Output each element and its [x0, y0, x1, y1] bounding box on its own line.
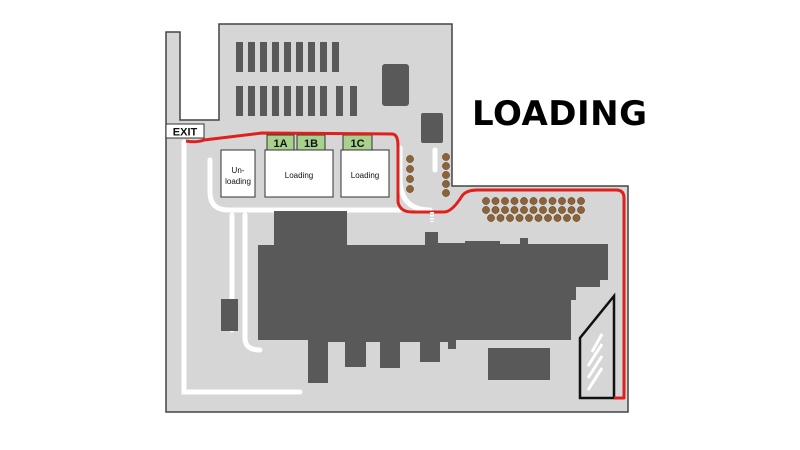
- bollard-dot: [525, 214, 533, 222]
- bollard-dot: [577, 206, 585, 214]
- unloading-area: [220, 149, 256, 198]
- bollard-dot: [553, 214, 562, 222]
- bollard-dot: [520, 206, 528, 214]
- bollard-dot: [563, 214, 571, 222]
- page-heading: LOADING: [472, 94, 648, 134]
- bollard-dot: [529, 197, 538, 205]
- bollard-dot: [558, 206, 566, 214]
- bollard-dot: [442, 189, 450, 197]
- bollard-dot: [406, 175, 414, 183]
- unloading-label-line1: Un-: [232, 166, 245, 175]
- bollard-dot: [506, 214, 514, 222]
- bollard-dot: [572, 214, 581, 222]
- truck-route: [185, 131, 626, 400]
- door-1b-label: 1B: [304, 138, 318, 150]
- bollard-dot: [510, 206, 519, 214]
- bollard-dot: [496, 214, 505, 222]
- bollard-dot: [548, 206, 557, 214]
- bollard-dot: [529, 206, 538, 214]
- bollard-dot: [534, 214, 543, 222]
- bollard-dot: [491, 206, 500, 214]
- parking-stalls: [236, 42, 443, 143]
- bollard-dot: [406, 165, 414, 173]
- bollard-dot: [520, 197, 528, 205]
- bollard-dot: [442, 162, 450, 170]
- exit-sign: [165, 123, 205, 139]
- bollard-dot: [510, 197, 519, 205]
- bollard-dot: [577, 197, 585, 205]
- unloading-label-line2: loading: [225, 177, 251, 186]
- ramp: [578, 292, 616, 400]
- bollard-dot: [544, 214, 552, 222]
- exit-label: EXIT: [173, 127, 198, 139]
- bollard-dot: [501, 206, 509, 214]
- bollard-dot: [442, 153, 450, 161]
- door-1b: [296, 134, 326, 151]
- bollard-dot: [539, 206, 547, 214]
- bollard-dot: [567, 197, 576, 205]
- bollard-dot: [482, 197, 490, 205]
- bollards: [406, 153, 585, 222]
- bollard-dot: [442, 171, 450, 179]
- annex-building: [274, 211, 347, 245]
- loading-left-label: Loading: [285, 171, 313, 180]
- bollard-dot: [406, 185, 414, 193]
- bollard-dot: [487, 214, 495, 222]
- bollard-dot: [406, 155, 414, 163]
- bollard-dot: [567, 206, 576, 214]
- door-1a-label: 1A: [273, 138, 287, 150]
- door-1a: [266, 134, 295, 151]
- loading-right-label: Loading: [351, 171, 379, 180]
- bollard-dot: [501, 197, 509, 205]
- building-wing-south: [488, 348, 550, 380]
- main-building: [258, 232, 608, 383]
- bollard-dot: [515, 214, 524, 222]
- bollard-dot: [558, 197, 566, 205]
- bollard-dot: [442, 180, 450, 188]
- door-1c-label: 1C: [350, 138, 364, 150]
- outbuilding: [221, 299, 238, 331]
- bollard-dot: [482, 206, 490, 214]
- bollard-dot: [548, 197, 557, 205]
- bollard-dot: [539, 197, 547, 205]
- bollard-dot: [491, 197, 500, 205]
